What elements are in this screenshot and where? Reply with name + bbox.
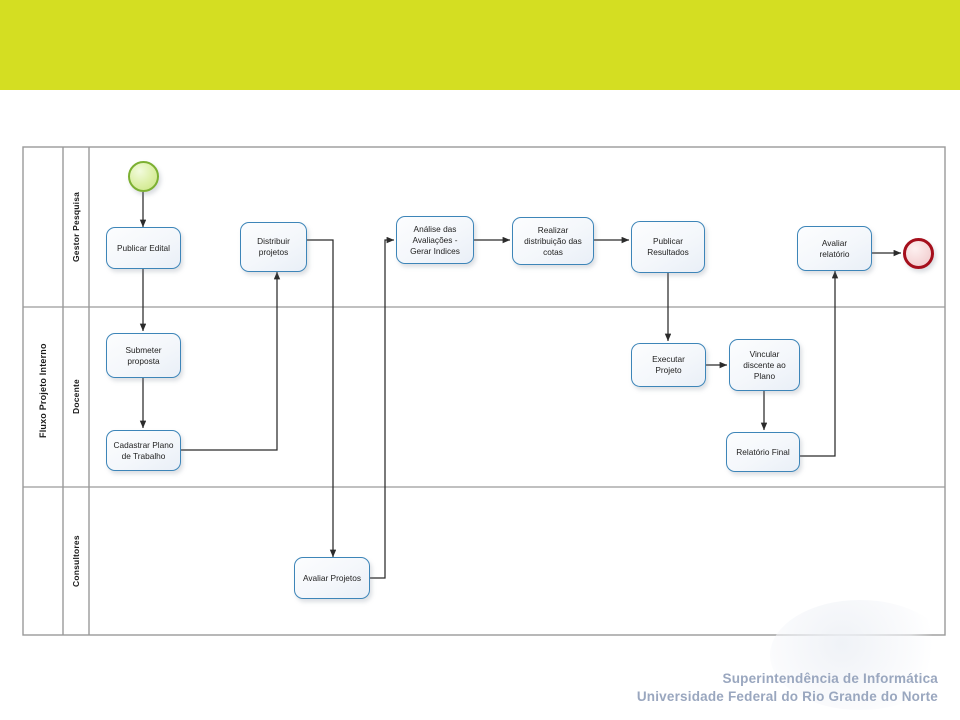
task-label: Publicar Edital bbox=[116, 242, 171, 253]
task-publicar-edital[interactable]: Publicar Edital bbox=[106, 227, 181, 269]
flow-cadastrar-distribuir bbox=[180, 271, 281, 451]
pool-label: Fluxo Projeto Interno bbox=[38, 343, 48, 439]
task-avaliar-projetos[interactable]: Avaliar Projetos bbox=[294, 557, 370, 599]
lane-label-gestor-pesquisa: Gestor Pesquisa bbox=[71, 191, 81, 263]
flow-distribuir-avaliar-projetos bbox=[307, 239, 337, 558]
task-relatorio-final[interactable]: Relatório Final bbox=[726, 432, 800, 472]
pool-frame bbox=[22, 146, 946, 636]
footer-line-1: Superintendência de Informática bbox=[722, 671, 938, 686]
sequence-flows bbox=[139, 192, 902, 579]
footer: Superintendência de Informática Universi… bbox=[637, 670, 938, 706]
lane-label-consultores: Consultores bbox=[71, 535, 81, 587]
flow-avaliar-projetos-analise bbox=[370, 236, 395, 579]
task-label: Relatório Final bbox=[736, 446, 790, 457]
top-banner bbox=[0, 0, 960, 90]
end-event[interactable] bbox=[903, 238, 934, 269]
start-event[interactable] bbox=[128, 161, 159, 192]
flow-relatorio-avaliar bbox=[800, 270, 839, 457]
footer-line-2: Universidade Federal do Rio Grande do No… bbox=[636, 689, 938, 704]
lane-label-docente: Docente bbox=[71, 379, 81, 415]
task-label: Avaliar Projetos bbox=[303, 572, 361, 583]
